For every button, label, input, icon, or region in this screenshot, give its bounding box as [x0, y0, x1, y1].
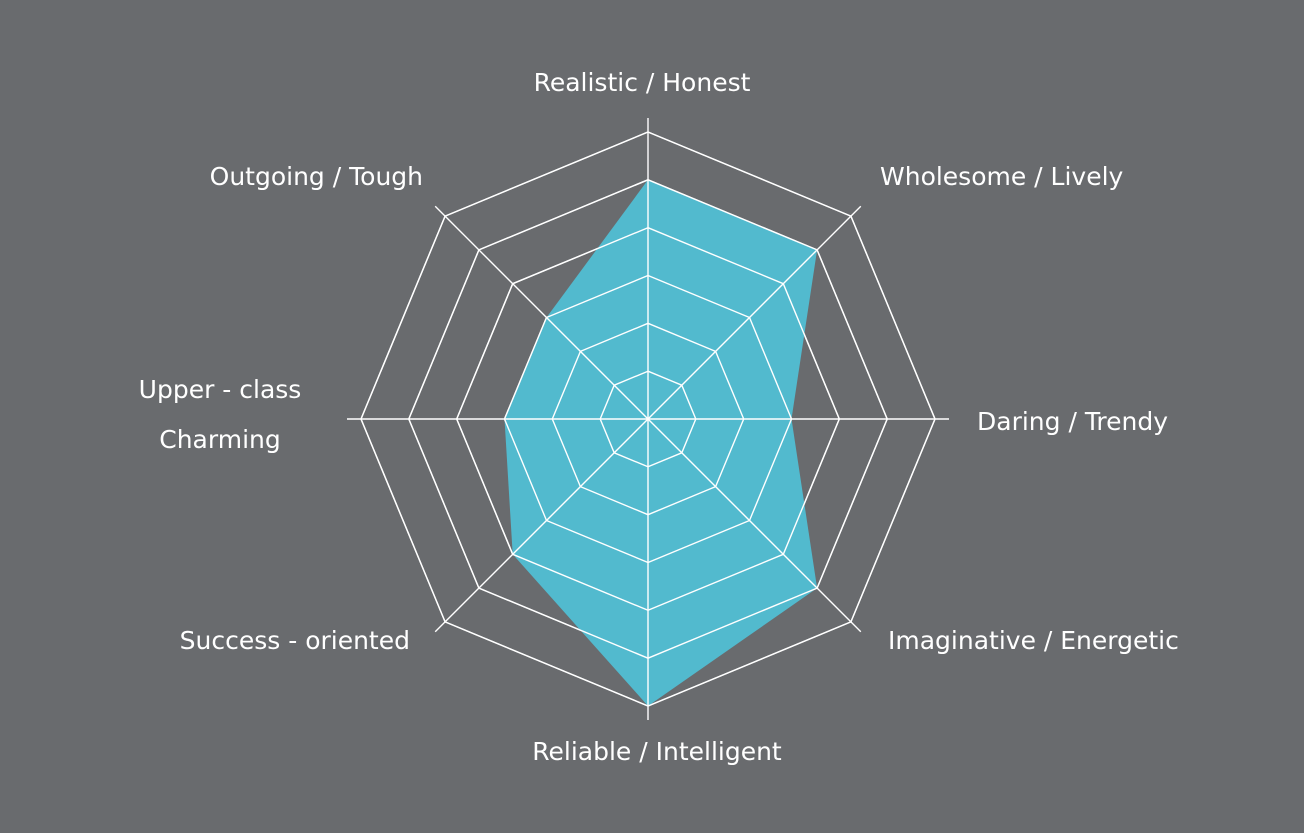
spoke-7 [434, 205, 649, 420]
axis-label-3: Imaginative / Energetic [888, 626, 1179, 655]
axis-label-7: Outgoing / Tough [210, 162, 423, 191]
series-area-0 [504, 179, 818, 707]
axis-label-1: Wholesome / Lively [880, 162, 1124, 191]
axis-label-2: Daring / Trendy [977, 407, 1168, 436]
axis-label-4: Reliable / Intelligent [532, 737, 782, 766]
radar-series [504, 179, 818, 707]
axis-label-6-line-0: Upper - class [139, 375, 302, 404]
spoke-5 [434, 418, 649, 633]
axis-label-6-line-1: Charming [159, 425, 280, 454]
spoke-3 [647, 418, 862, 633]
radar-spokes [347, 118, 949, 720]
spoke-1 [647, 205, 862, 420]
axis-label-5: Success - oriented [180, 626, 410, 655]
axis-label-0: Realistic / Honest [534, 68, 751, 97]
